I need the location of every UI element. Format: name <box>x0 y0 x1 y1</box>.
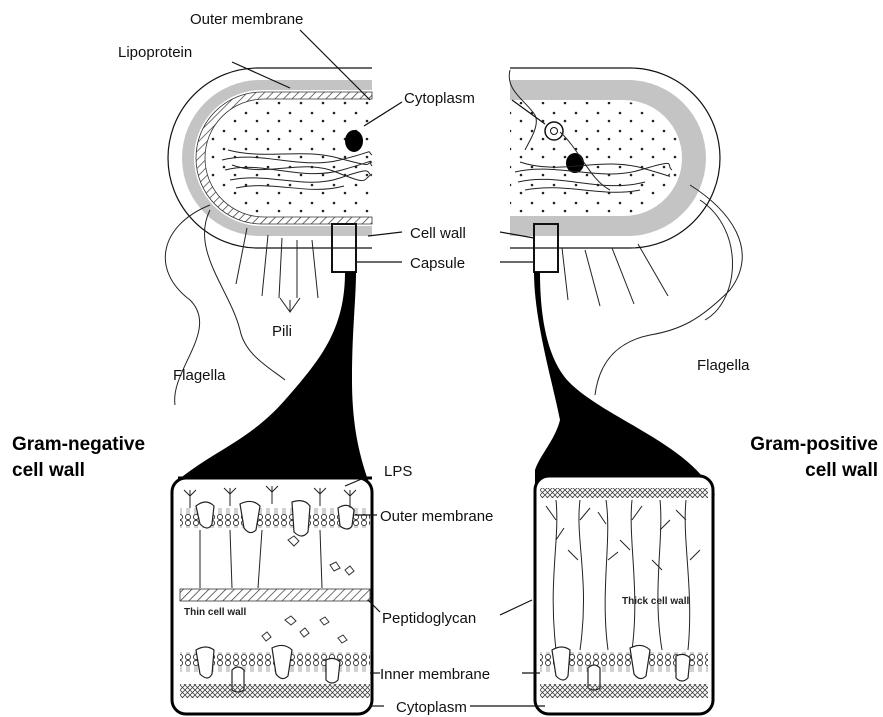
svg-text:Thin cell wall: Thin cell wall <box>184 607 246 618</box>
gram-positive-detail: Thick cell wall <box>535 476 713 714</box>
label-cytoplasm-bottom: Cytoplasm <box>396 699 467 716</box>
label-inner-membrane: Inner membrane <box>380 666 490 683</box>
gram-negative-detail: Thin cell wall <box>172 478 372 714</box>
heading-gram-positive-line2: cell wall <box>805 460 878 481</box>
right-zoom-connector <box>534 272 715 495</box>
label-flagella-right: Flagella <box>697 357 750 374</box>
heading-gram-negative-line1: Gram-negative <box>12 434 145 455</box>
label-peptidoglycan: Peptidoglycan <box>382 610 476 627</box>
svg-text:Thick cell wall: Thick cell wall <box>622 596 689 607</box>
label-outer-membrane-top: Outer membrane <box>190 11 303 28</box>
heading-gram-negative-line2: cell wall <box>12 460 85 481</box>
label-cytoplasm-top: Cytoplasm <box>404 90 475 107</box>
label-outer-membrane-detail: Outer membrane <box>380 508 493 525</box>
heading-gram-positive-line1: Gram-positive <box>750 434 878 455</box>
label-cell-wall: Cell wall <box>410 225 466 242</box>
label-lps: LPS <box>384 463 412 480</box>
label-pili: Pili <box>272 323 292 340</box>
label-lipoprotein: Lipoprotein <box>118 44 192 61</box>
label-capsule: Capsule <box>410 255 465 272</box>
label-flagella-left: Flagella <box>173 367 226 384</box>
